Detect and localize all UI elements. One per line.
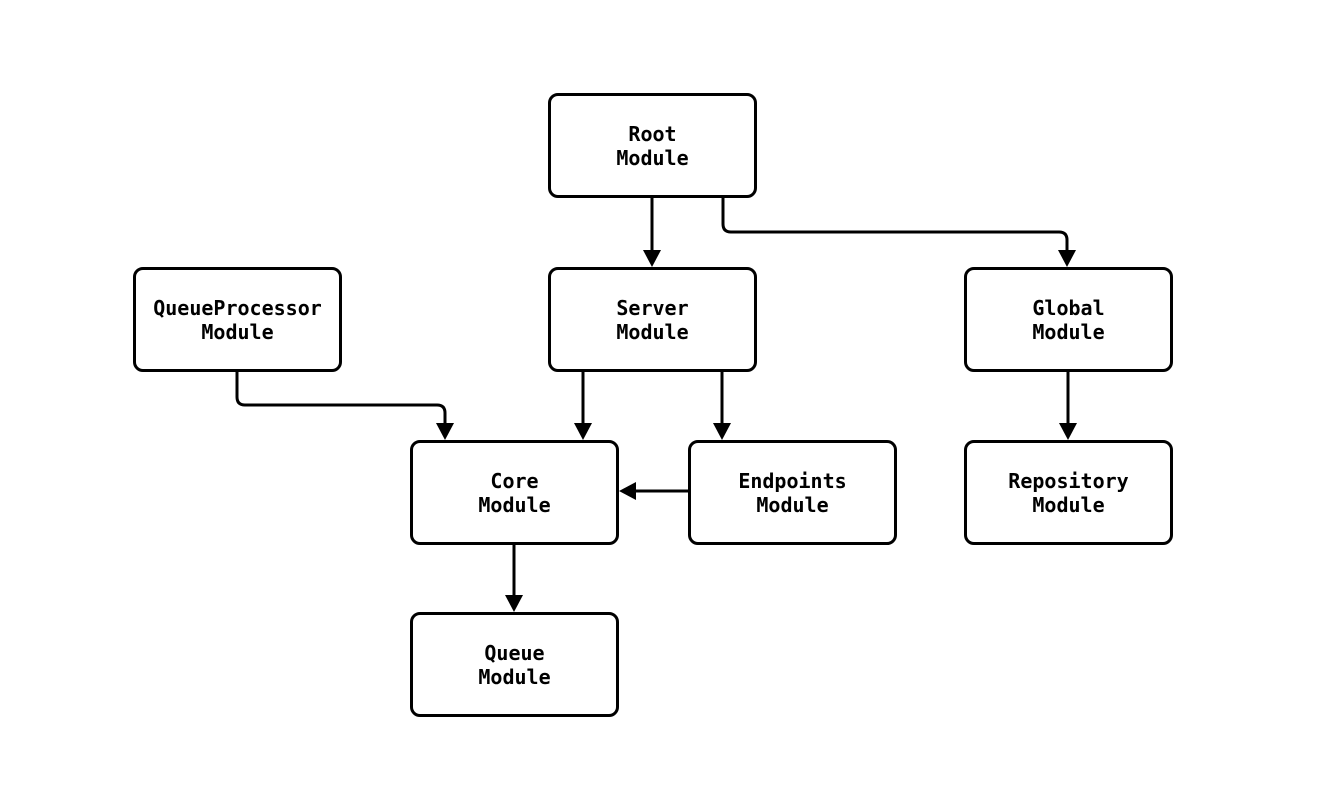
node-label-server: Server Module: [616, 295, 689, 344]
arrowhead-server-to-core: [574, 423, 592, 440]
node-global-module: Global Module: [964, 267, 1173, 372]
arrowhead-server-to-endpoints: [713, 423, 731, 440]
arrowhead-endpoints-to-core: [619, 482, 636, 500]
arrowhead-queueprocessor-to-core: [436, 423, 454, 440]
node-root-module: Root Module: [548, 93, 757, 198]
node-label-repository: Repository Module: [1008, 468, 1129, 517]
arrowhead-core-to-queue: [505, 595, 523, 612]
node-label-core: Core Module: [478, 468, 551, 517]
edge-root-to-global: [721, 198, 1069, 254]
node-core-module: Core Module: [410, 440, 619, 545]
arrowhead-root-to-server: [643, 250, 661, 267]
node-label-queue: Queue Module: [478, 640, 551, 689]
node-queue-module: Queue Module: [410, 612, 619, 717]
node-label-endpoints: Endpoints Module: [738, 468, 847, 517]
node-endpoints-module: Endpoints Module: [688, 440, 897, 545]
arrowhead-root-to-global: [1058, 250, 1076, 267]
edge-queueprocessor-to-core: [235, 372, 447, 427]
node-label-queueprocessor: QueueProcessor Module: [153, 295, 322, 344]
node-label-root: Root Module: [616, 121, 689, 170]
arrowhead-global-to-repository: [1059, 423, 1077, 440]
node-label-global: Global Module: [1032, 295, 1105, 344]
node-queueprocessor-module: QueueProcessor Module: [133, 267, 342, 372]
node-server-module: Server Module: [548, 267, 757, 372]
node-repository-module: Repository Module: [964, 440, 1173, 545]
